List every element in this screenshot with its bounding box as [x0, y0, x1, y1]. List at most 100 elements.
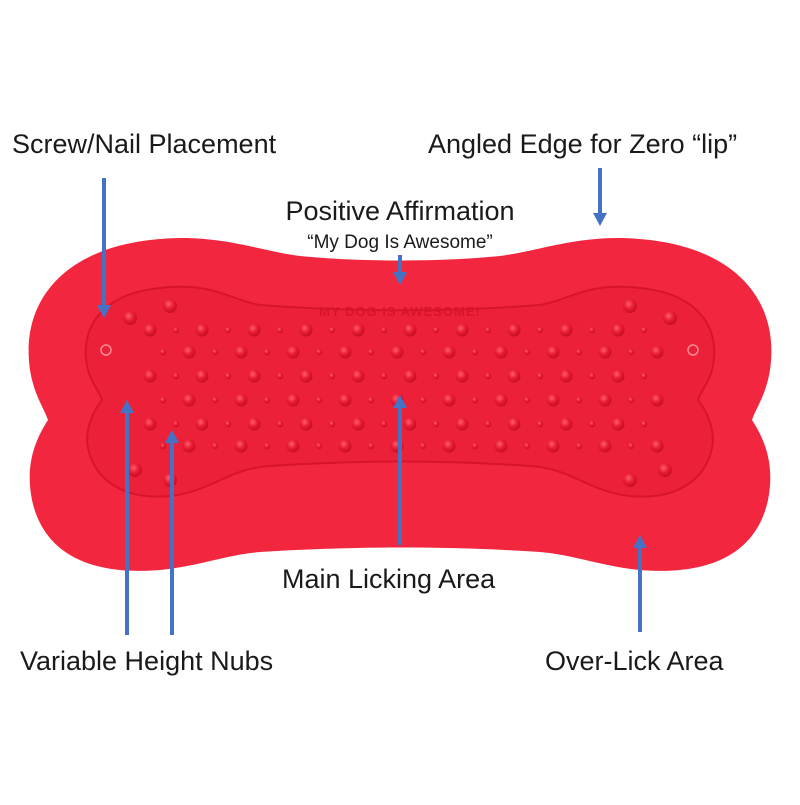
nub — [494, 393, 508, 407]
nub — [650, 345, 664, 359]
nub — [211, 396, 219, 404]
nub — [172, 420, 180, 428]
nub — [523, 348, 531, 356]
nub — [536, 420, 544, 428]
label-affirmation-quote: “My Dog Is Awesome” — [307, 232, 493, 253]
nub — [507, 417, 521, 431]
nub — [471, 442, 479, 450]
nub — [442, 439, 456, 453]
nub — [484, 326, 492, 334]
nub — [559, 417, 573, 431]
nub — [627, 396, 635, 404]
nub — [546, 393, 560, 407]
nub — [611, 369, 625, 383]
nub — [494, 345, 508, 359]
nub — [338, 393, 352, 407]
nub — [598, 345, 612, 359]
nub — [263, 348, 271, 356]
nub — [328, 326, 336, 334]
nub — [640, 372, 648, 380]
nub — [575, 348, 583, 356]
nub — [611, 417, 625, 431]
nub — [128, 463, 142, 477]
nub — [380, 326, 388, 334]
nub — [588, 420, 596, 428]
nub — [611, 323, 625, 337]
nub — [123, 311, 137, 325]
arrow-main-head — [393, 395, 407, 408]
nub — [536, 372, 544, 380]
nub — [315, 396, 323, 404]
nub — [419, 442, 427, 450]
nub — [432, 420, 440, 428]
nub — [494, 439, 508, 453]
nub — [195, 369, 209, 383]
nub — [286, 439, 300, 453]
nub — [598, 393, 612, 407]
label-positive-affirmation: Positive Affirmation — [285, 196, 515, 226]
nub — [195, 323, 209, 337]
arrow-variable-2-head — [165, 430, 179, 443]
variable-height-nubs — [123, 299, 677, 487]
nub — [351, 369, 365, 383]
nub — [390, 345, 404, 359]
nub — [471, 396, 479, 404]
nub — [419, 396, 427, 404]
nub — [367, 348, 375, 356]
nub — [224, 372, 232, 380]
nub — [276, 372, 284, 380]
nub — [432, 372, 440, 380]
callout-arrows — [97, 168, 647, 635]
nub — [172, 326, 180, 334]
label-over-lick-area: Over-Lick Area — [545, 646, 724, 676]
nub — [640, 420, 648, 428]
nub — [588, 372, 596, 380]
label-screw-nail-placement: Screw/Nail Placement — [12, 129, 277, 159]
nub — [159, 396, 167, 404]
engraved-affirmation: MY DOG IS AWESOME! — [319, 304, 481, 319]
nub — [163, 299, 177, 313]
arrow-angled-head — [593, 213, 607, 226]
label-angled-edge: Angled Edge for Zero “lip” — [428, 129, 738, 159]
nub — [234, 345, 248, 359]
screw-hole-right — [687, 344, 699, 356]
nub — [588, 326, 596, 334]
nub — [523, 442, 531, 450]
nub — [380, 372, 388, 380]
nub — [367, 396, 375, 404]
nub — [263, 442, 271, 450]
nub — [328, 420, 336, 428]
nub — [455, 323, 469, 337]
nub — [276, 326, 284, 334]
nub — [143, 417, 157, 431]
nub — [623, 299, 637, 313]
nub — [403, 323, 417, 337]
nub — [234, 393, 248, 407]
nub — [403, 417, 417, 431]
screw-hole-left — [100, 344, 112, 356]
nub — [598, 439, 612, 453]
nub — [263, 396, 271, 404]
nub — [182, 393, 196, 407]
nub — [159, 348, 167, 356]
arrow-overlick-head — [633, 535, 647, 548]
nub — [663, 311, 677, 325]
nub — [536, 326, 544, 334]
nub — [195, 417, 209, 431]
nub — [455, 369, 469, 383]
nub — [432, 326, 440, 334]
nub — [575, 396, 583, 404]
nub — [623, 473, 637, 487]
nub — [315, 442, 323, 450]
nub — [182, 345, 196, 359]
nub — [484, 372, 492, 380]
nub — [224, 326, 232, 334]
nub — [351, 417, 365, 431]
nub — [299, 323, 313, 337]
nub — [299, 369, 313, 383]
nub — [559, 369, 573, 383]
nub — [455, 417, 469, 431]
nub — [247, 323, 261, 337]
nub — [650, 393, 664, 407]
